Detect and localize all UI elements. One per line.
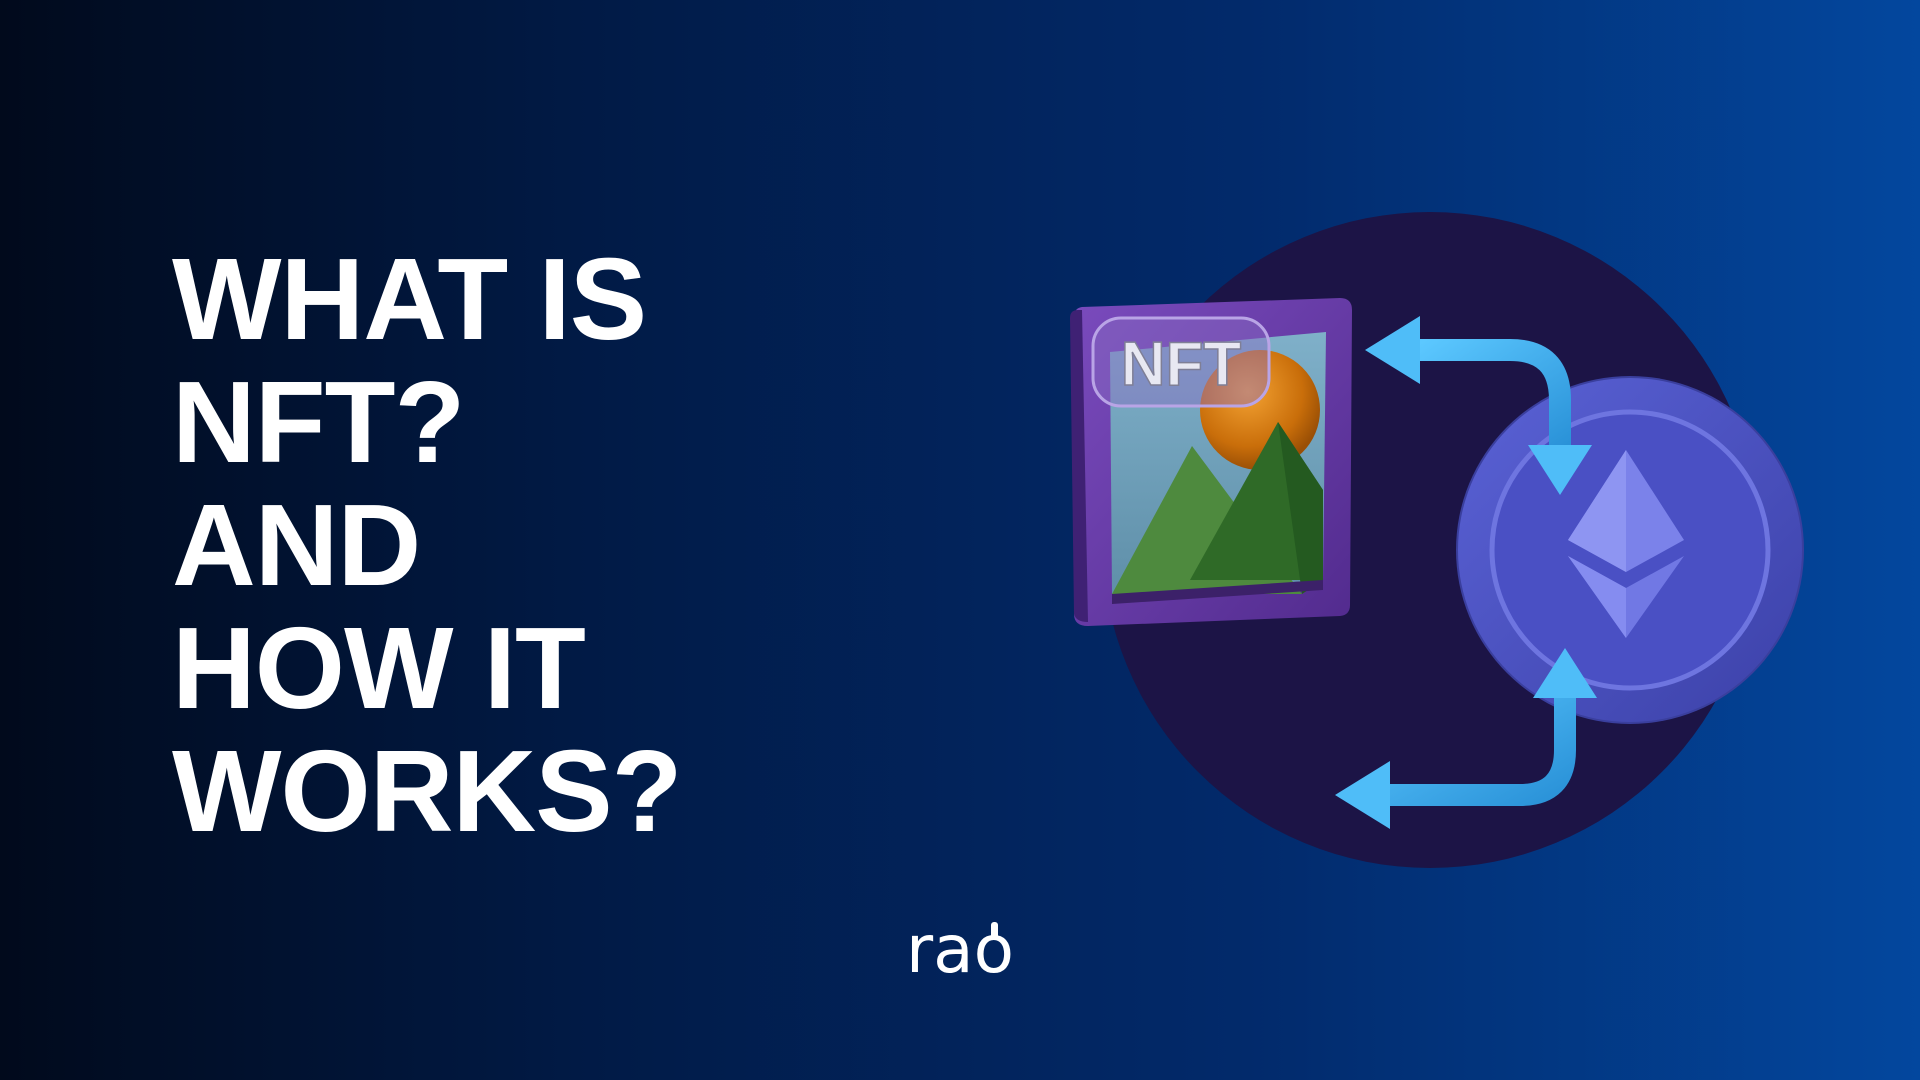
nft-badge-text: NFT (1121, 330, 1242, 399)
picture-frame-icon (1070, 298, 1352, 626)
headline-line-3: AND (172, 480, 421, 610)
sun-orb (1200, 350, 1320, 470)
headline-line-1: WHAT IS (172, 234, 647, 364)
headline-line-5: WORKS? (172, 726, 682, 856)
nft-illustration: NFT (1040, 190, 1840, 890)
nft-badge: NFT (1091, 316, 1271, 408)
exchange-arrows-icon (1335, 316, 1597, 829)
ethereum-coin-icon (1456, 376, 1804, 724)
headline-line-4: HOW IT (172, 603, 586, 733)
headline-line-2: NFT? (172, 357, 465, 487)
headline: WHAT IS NFT? AND HOW IT WORKS? (172, 238, 682, 853)
rao-logo: rao (880, 908, 1040, 984)
rao-logo-text: rao (906, 911, 1014, 984)
